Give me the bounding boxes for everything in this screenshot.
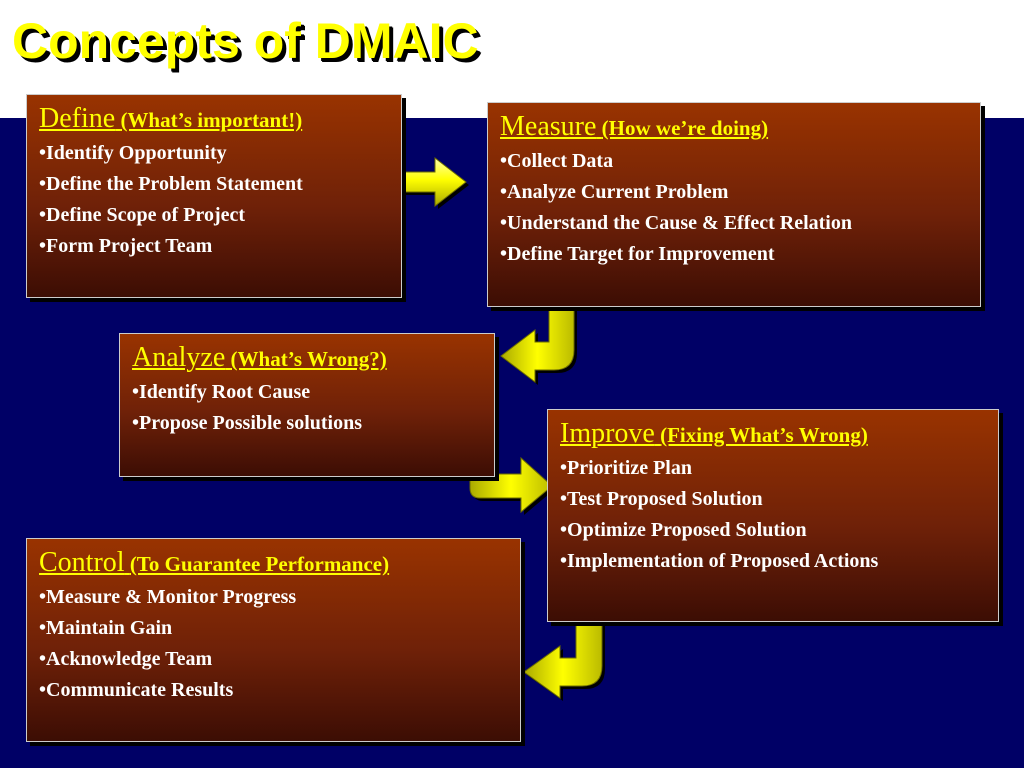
- analyze-title: Analyze: [132, 342, 226, 373]
- improve-title: Improve: [560, 418, 655, 449]
- list-item: Test Proposed Solution: [560, 484, 988, 515]
- improve-subtitle: (Fixing What’s Wrong): [660, 423, 868, 447]
- measure-subtitle: (How we’re doing): [601, 116, 769, 140]
- control-box: Control (To Guarantee Performance) Measu…: [26, 538, 521, 742]
- arrow-measure-to-analyze-icon: [500, 299, 577, 385]
- list-item: Understand the Cause & Effect Relation: [500, 208, 970, 239]
- list-item: Implementation of Proposed Actions: [560, 546, 988, 577]
- slide-title: Concepts of DMAIC: [12, 13, 479, 69]
- control-subtitle: (To Guarantee Performance): [129, 552, 390, 576]
- list-item: Propose Possible solutions: [132, 408, 484, 439]
- list-item: Measure & Monitor Progress: [39, 582, 510, 613]
- list-item: Collect Data: [500, 146, 970, 177]
- list-item: Define Scope of Project: [39, 200, 391, 231]
- list-item: Identify Root Cause: [132, 377, 484, 408]
- improve-list: Prioritize Plan Test Proposed Solution O…: [560, 453, 988, 577]
- analyze-box: Analyze (What’s Wrong?) Identify Root Ca…: [119, 333, 495, 477]
- list-item: Define the Problem Statement: [39, 169, 391, 200]
- measure-heading: Measure (How we’re doing): [500, 113, 970, 142]
- list-item: Identify Opportunity: [39, 138, 391, 169]
- list-item: Acknowledge Team: [39, 644, 510, 675]
- list-item: Optimize Proposed Solution: [560, 515, 988, 546]
- control-list: Measure & Monitor Progress Maintain Gain…: [39, 582, 510, 706]
- define-title: Define: [39, 103, 116, 134]
- analyze-list: Identify Root Cause Propose Possible sol…: [132, 377, 484, 439]
- improve-heading: Improve (Fixing What’s Wrong): [560, 420, 988, 449]
- control-title: Control: [39, 547, 125, 578]
- define-subtitle: (What’s important!): [120, 108, 303, 132]
- list-item: Maintain Gain: [39, 613, 510, 644]
- analyze-heading: Analyze (What’s Wrong?): [132, 344, 484, 373]
- list-item: Form Project Team: [39, 231, 391, 262]
- measure-list: Collect Data Analyze Current Problem Und…: [500, 146, 970, 270]
- define-box: Define (What’s important!) Identify Oppo…: [26, 94, 402, 298]
- define-heading: Define (What’s important!): [39, 105, 391, 134]
- arrow-define-to-measure-icon: [397, 156, 469, 209]
- control-heading: Control (To Guarantee Performance): [39, 549, 510, 578]
- list-item: Analyze Current Problem: [500, 177, 970, 208]
- list-item: Communicate Results: [39, 675, 510, 706]
- analyze-subtitle: (What’s Wrong?): [230, 347, 387, 371]
- measure-box: Measure (How we’re doing) Collect Data A…: [487, 102, 981, 307]
- list-item: Prioritize Plan: [560, 453, 988, 484]
- list-item: Define Target for Improvement: [500, 239, 970, 270]
- define-list: Identify Opportunity Define the Problem …: [39, 138, 391, 262]
- improve-box: Improve (Fixing What’s Wrong) Prioritize…: [547, 409, 999, 622]
- arrow-improve-to-control-icon: [523, 613, 605, 701]
- measure-title: Measure: [500, 111, 597, 142]
